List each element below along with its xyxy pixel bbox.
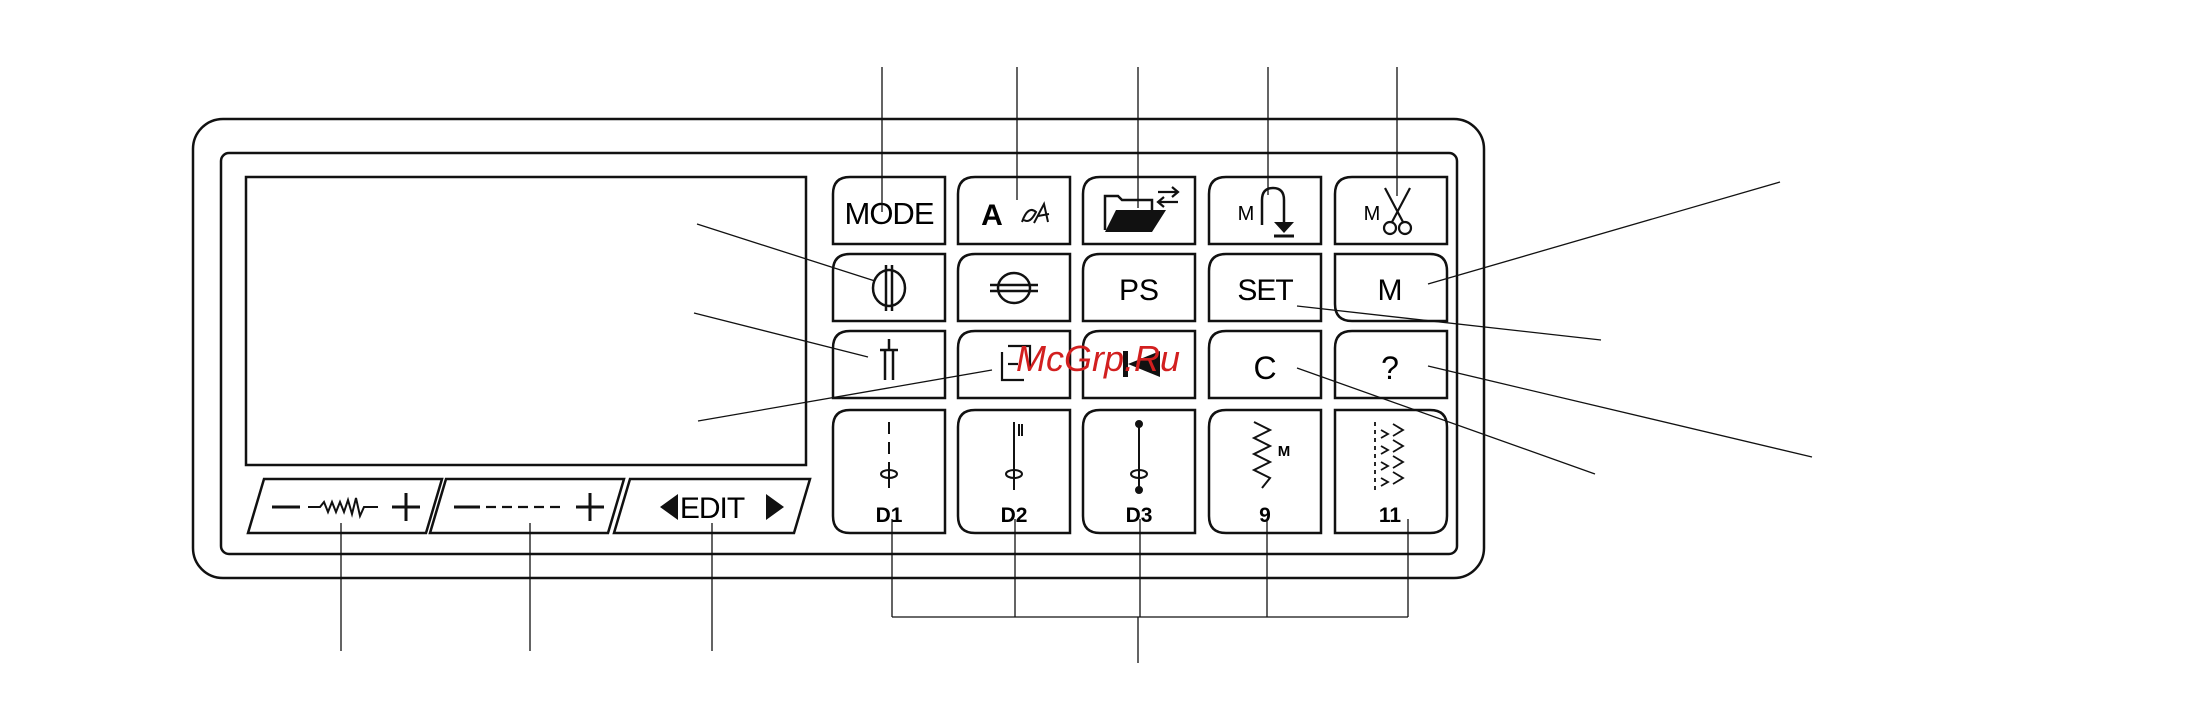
stitch-length-key[interactable] xyxy=(430,479,624,533)
cutter-m-label: M xyxy=(1364,203,1381,225)
stitch-11-label: 11 xyxy=(1379,504,1402,527)
reinforcement-button[interactable]: M xyxy=(1209,177,1321,244)
memory-button-label: M xyxy=(1378,274,1403,307)
needle-position-button[interactable] xyxy=(833,254,945,321)
stitch-key-d3[interactable]: D3 xyxy=(1083,410,1195,533)
ps-button[interactable]: PS xyxy=(1083,254,1195,321)
letter-script-icon: A xyxy=(981,199,1003,232)
ps-button-label: PS xyxy=(1119,274,1159,307)
clear-button-label: C xyxy=(1253,350,1276,386)
watermark: McGrp.Ru xyxy=(1016,338,1180,379)
edit-key-label: EDIT xyxy=(680,492,745,525)
stitch-key-11[interactable]: 11 xyxy=(1335,410,1447,533)
clear-button[interactable]: C xyxy=(1209,331,1321,398)
stitch-d1-label: D1 xyxy=(876,504,903,527)
stitch-width-key[interactable] xyxy=(248,479,442,533)
stitch-key-9[interactable]: M 9 xyxy=(1209,410,1321,533)
stitch-d2-label: D2 xyxy=(1001,504,1028,527)
stitch-9-m-label: M xyxy=(1278,443,1291,460)
stitch-key-d2[interactable]: D2 xyxy=(958,410,1070,533)
set-button[interactable]: SET xyxy=(1209,254,1321,321)
mode-button[interactable]: MODE xyxy=(833,177,945,244)
cutter-button[interactable]: M xyxy=(1335,177,1447,244)
lcd-screen xyxy=(246,177,806,465)
reinforcement-m-label: M xyxy=(1238,203,1255,225)
memory-button[interactable]: M xyxy=(1335,254,1447,321)
help-button-label: ? xyxy=(1381,350,1399,386)
folder-button[interactable] xyxy=(1083,177,1195,244)
alpha-button[interactable]: A xyxy=(958,177,1070,244)
mode-button-label: MODE xyxy=(845,196,934,231)
set-button-label: SET xyxy=(1237,274,1293,307)
stitch-9-label: 9 xyxy=(1259,504,1271,527)
stitch-key-d1[interactable]: D1 xyxy=(833,410,945,533)
stitch-d3-label: D3 xyxy=(1126,504,1153,527)
needle-stop-button[interactable] xyxy=(958,254,1070,321)
